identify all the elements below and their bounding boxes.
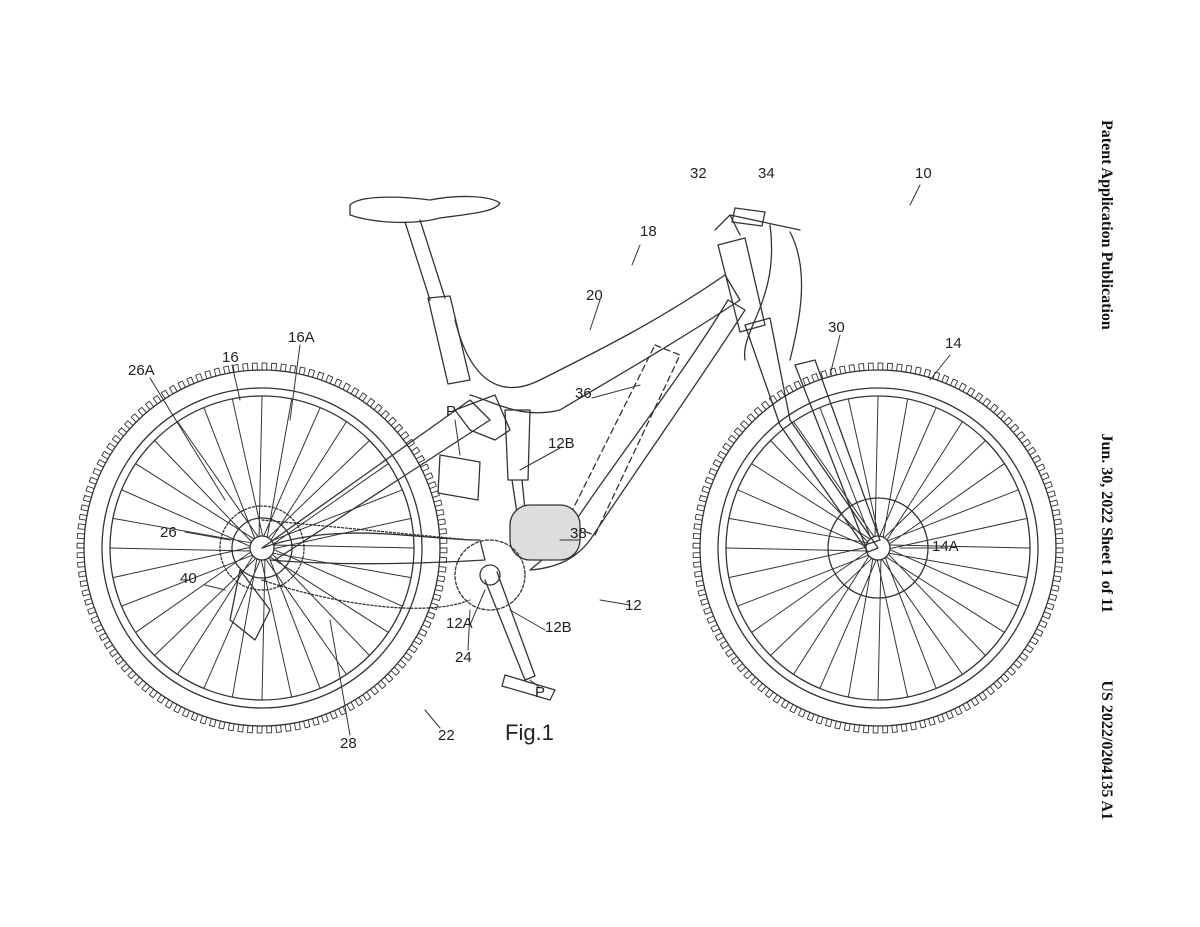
crank-axle [479,564,501,586]
label-24: 24 [455,649,472,666]
label-40: 40 [180,570,197,587]
reference-labels: 10 32 34 18 20 30 14 16 16A 26A 36 P 12B… [128,165,962,752]
label-12: 12 [625,597,642,614]
label-P-bottom: P [535,684,545,701]
label-P-top: P [446,403,456,420]
drive-unit-motor [509,504,581,561]
spokes [725,395,1031,701]
cassette [219,505,305,591]
rim-outer [717,387,1039,709]
label-12B-bottom: 12B [545,619,572,636]
leader-lines [149,184,951,736]
rear-wheel [76,362,448,734]
label-12A: 12A [446,615,473,632]
label-16A: 16A [288,329,315,346]
top-tube [454,274,741,414]
suspension-fork-lower [794,359,881,546]
label-26: 26 [160,524,177,541]
label-38: 38 [570,525,587,542]
brake-cable [743,224,803,361]
label-10: 10 [915,165,932,182]
label-14A: 14A [932,538,959,555]
figure-title: Fig.1 [505,720,554,745]
rear-brake-rotor [231,517,293,579]
rocker-link [454,394,511,441]
crank-arm [484,571,536,681]
chainring [454,539,526,611]
label-18: 18 [640,223,657,240]
label-14: 14 [945,335,962,352]
label-22: 22 [438,727,455,744]
label-20: 20 [586,287,603,304]
handlebar [729,207,801,231]
label-34: 34 [758,165,775,182]
label-28: 28 [340,735,357,752]
saddle [349,195,501,224]
rim-outer [101,387,423,709]
hub [249,535,275,561]
label-16: 16 [222,349,239,366]
rear-derailleur [229,569,271,641]
front-wheel [692,362,1064,734]
handlebar-stem [714,214,741,236]
label-12B-top: 12B [548,435,575,452]
spokes [109,395,415,701]
seat-stay [261,399,491,561]
battery [564,344,681,536]
chain-stay [261,532,486,565]
tire-knobs [692,362,1064,734]
head-tube [717,237,766,333]
label-36: 36 [575,385,592,402]
tire-knobs [76,362,448,734]
label-26A: 26A [128,362,155,379]
label-30: 30 [828,319,845,336]
chain [261,519,471,609]
pedal-rear [437,454,481,501]
seatpost [404,219,471,385]
front-fork [744,317,879,553]
pedal [501,674,556,701]
label-32: 32 [690,165,707,182]
